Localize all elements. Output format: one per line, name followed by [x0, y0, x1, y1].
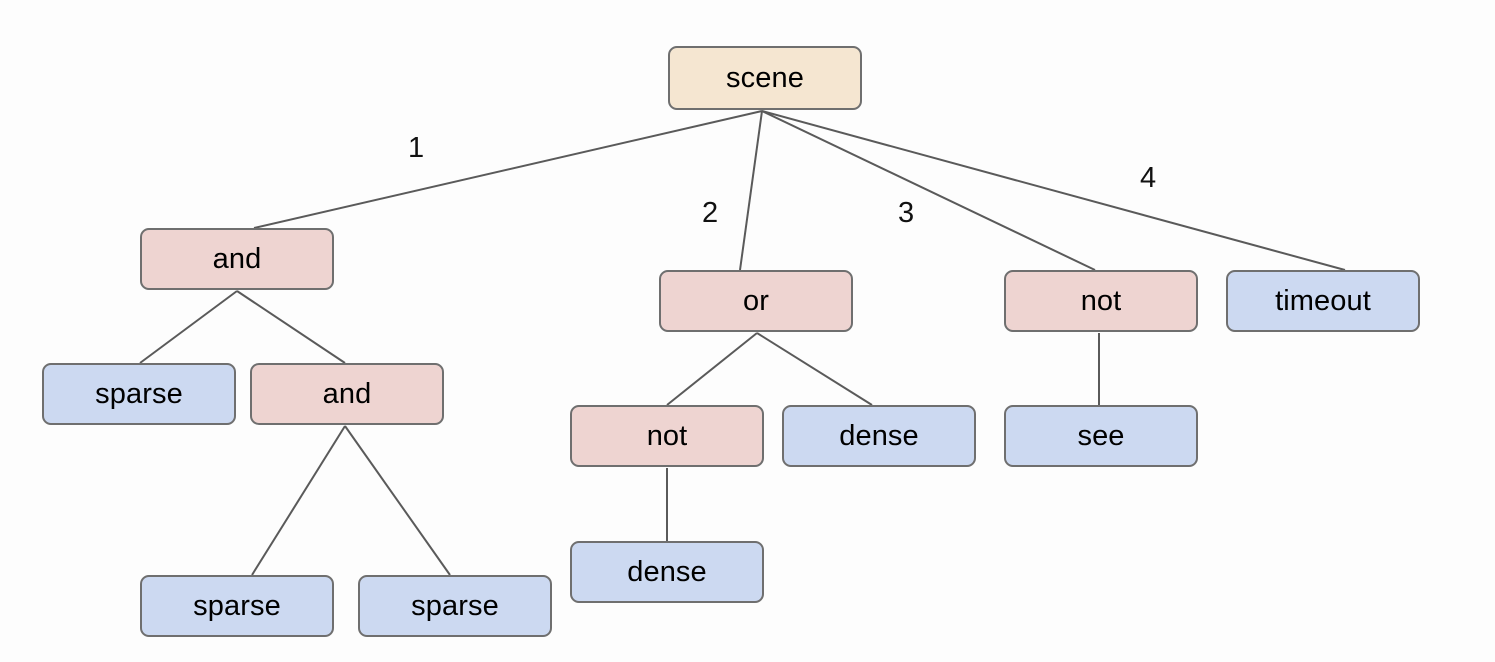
node-sparse2[interactable]: sparse [140, 575, 334, 637]
edge-scene-to-timeout1 [761, 110, 1346, 271]
node-label: timeout [1275, 284, 1371, 317]
node-label: not [646, 419, 688, 452]
node-label: or [743, 284, 769, 317]
node-label: dense [627, 555, 707, 588]
edge-scene-to-and1 [253, 110, 763, 229]
edge-label-3: 3 [898, 197, 915, 229]
node-sparse3[interactable]: sparse [358, 575, 552, 637]
node-label: sparse [95, 377, 183, 410]
node-label: scene [726, 61, 804, 94]
node-or1[interactable]: or [659, 270, 853, 332]
node-and2[interactable]: and [250, 363, 444, 425]
edge-label-1: 1 [408, 132, 425, 164]
node-scene[interactable]: scene [668, 46, 862, 110]
node-label: sparse [193, 589, 281, 622]
node-sparse1[interactable]: sparse [42, 363, 236, 425]
node-see1[interactable]: see [1004, 405, 1198, 467]
node-label: dense [839, 419, 919, 452]
edge-and1-to-and2 [236, 290, 346, 364]
node-dense1[interactable]: dense [782, 405, 976, 467]
edge-or1-to-not2 [666, 332, 758, 406]
edge-label-4: 4 [1140, 162, 1157, 194]
node-and1[interactable]: and [140, 228, 334, 290]
edge-label-2: 2 [702, 197, 719, 229]
node-dense2[interactable]: dense [570, 541, 764, 603]
edge-and2-to-sparse3 [344, 425, 451, 576]
edge-and1-to-sparse1 [139, 290, 238, 364]
node-label: not [1080, 284, 1122, 317]
node-label: and [322, 377, 372, 410]
edge-or1-to-dense1 [756, 332, 873, 406]
edge-scene-to-or1 [739, 110, 763, 271]
node-label: and [212, 242, 262, 275]
node-not1[interactable]: not [1004, 270, 1198, 332]
node-not2[interactable]: not [570, 405, 764, 467]
node-timeout1[interactable]: timeout [1226, 270, 1420, 332]
node-label: see [1077, 419, 1125, 452]
edge-scene-to-not1 [761, 110, 1096, 271]
node-label: sparse [411, 589, 499, 622]
edge-and2-to-sparse2 [251, 425, 346, 576]
